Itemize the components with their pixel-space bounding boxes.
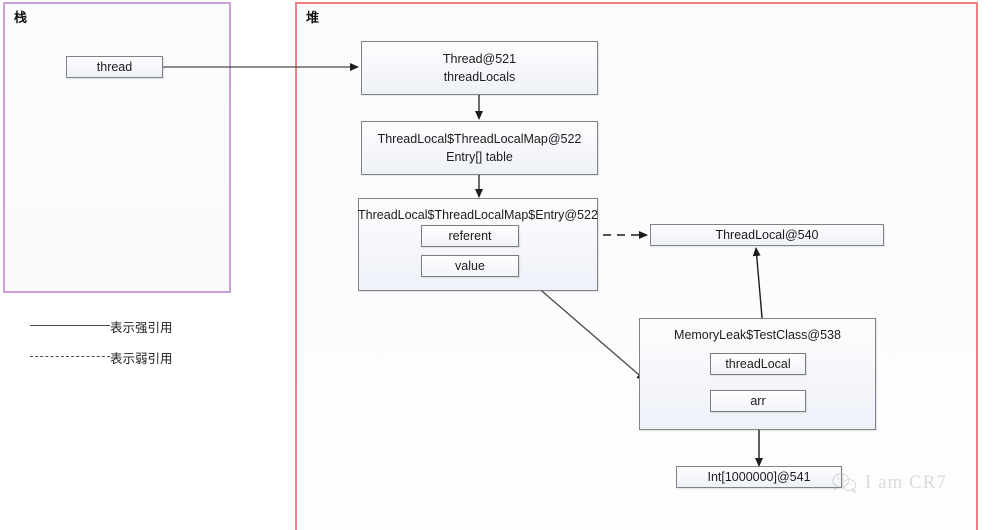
- field-threadlocal[interactable]: threadLocal: [710, 353, 806, 375]
- node-threadlocalmap-line2: Entry[] table: [446, 150, 513, 164]
- legend-solid-text: 表示强引用: [110, 321, 173, 335]
- node-int-array-label: Int[1000000]@541: [707, 469, 811, 484]
- legend-solid-line-sample: [30, 325, 110, 326]
- field-referent[interactable]: referent: [421, 225, 519, 247]
- node-thread-reference[interactable]: thread: [66, 56, 163, 78]
- node-thread-object-line1: Thread@521: [442, 51, 517, 66]
- field-referent-label: referent: [448, 229, 492, 243]
- node-threadlocalmap[interactable]: ThreadLocal$ThreadLocalMap@522 Entry[] t…: [361, 121, 598, 175]
- watermark-text: I am CR7: [865, 472, 947, 493]
- legend-dashed-text: 表示弱引用: [110, 352, 173, 366]
- field-value-label: value: [455, 259, 485, 273]
- field-arr-label: arr: [750, 394, 766, 408]
- watermark: I am CR7: [832, 472, 947, 494]
- node-thread-reference-label: thread: [96, 59, 133, 74]
- node-threadlocal-540[interactable]: ThreadLocal@540: [650, 224, 884, 246]
- field-value[interactable]: value: [421, 255, 519, 277]
- node-thread-object-line2: threadLocals: [443, 70, 516, 84]
- node-int-array[interactable]: Int[1000000]@541: [676, 466, 842, 488]
- field-threadlocal-label: threadLocal: [725, 357, 791, 371]
- field-arr[interactable]: arr: [710, 390, 806, 412]
- node-threadlocalmap-line1: ThreadLocal$ThreadLocalMap@522: [377, 131, 582, 146]
- wechat-icon: [832, 473, 857, 494]
- legend-dashed-line-sample: [30, 356, 110, 357]
- node-thread-object[interactable]: Thread@521 threadLocals: [361, 41, 598, 95]
- stack-region: [3, 2, 231, 293]
- heap-region-label: 堆: [306, 10, 320, 25]
- node-testclass-title: MemoryLeak$TestClass@538: [674, 328, 841, 342]
- stack-region-label: 栈: [14, 10, 28, 25]
- node-entry-title: ThreadLocal$ThreadLocalMap$Entry@522: [358, 208, 598, 222]
- node-threadlocal-540-label: ThreadLocal@540: [715, 227, 819, 242]
